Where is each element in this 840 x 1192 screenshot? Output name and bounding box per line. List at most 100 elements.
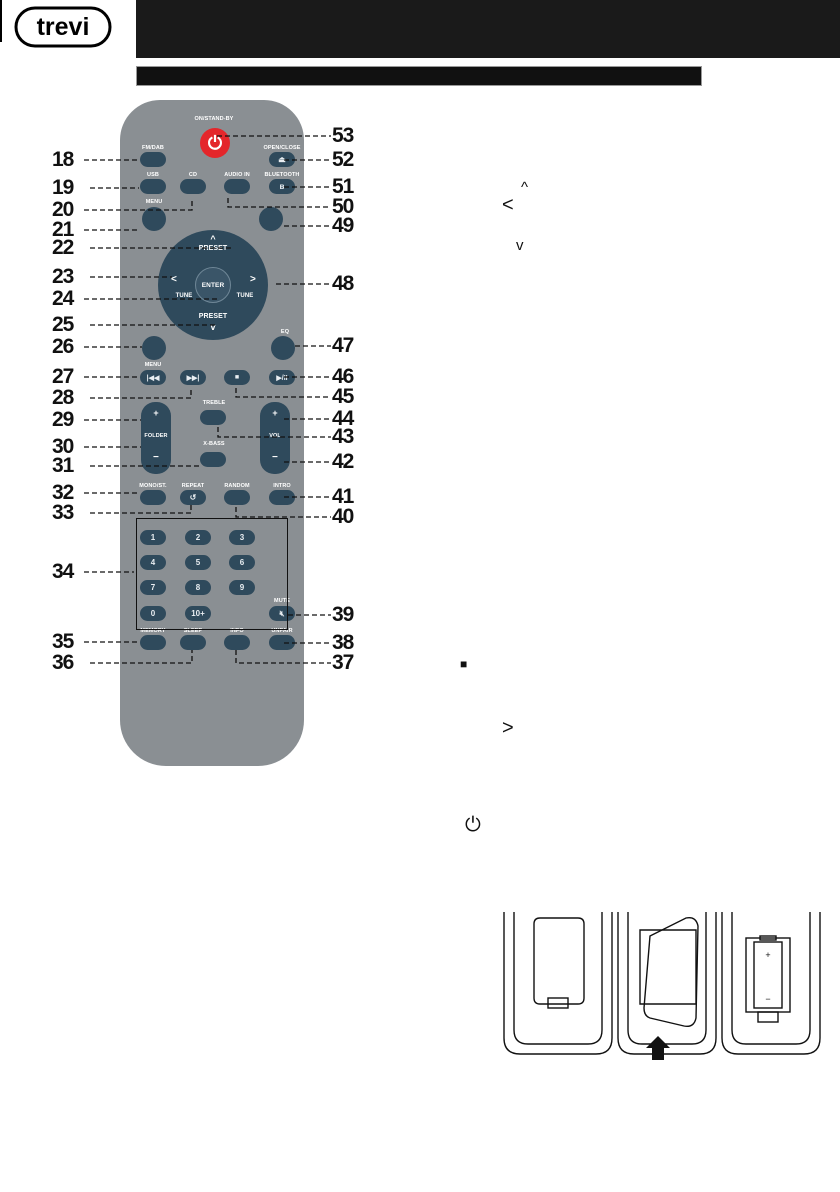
remote-control: ON/STAND-BY ⏻ FM/DAB OPEN/CLOSE ⏏ USB CD… <box>120 100 304 766</box>
battery-installation-illustration: + − <box>503 912 821 1060</box>
eq-button[interactable] <box>271 336 295 360</box>
random-button[interactable] <box>224 490 250 505</box>
callout-51: 51 <box>332 175 354 198</box>
battery-minus-label: − <box>765 994 770 1004</box>
vol-label: VOL <box>269 433 281 439</box>
callout-49: 49 <box>332 214 354 237</box>
open-close-label: OPEN/CLOSE <box>263 145 301 151</box>
power-symbol-icon: ⏻ <box>465 814 481 836</box>
trevi-logo: trevi <box>14 6 112 48</box>
callout-35: 35 <box>52 630 74 653</box>
preset-down-label: PRESET <box>198 313 228 320</box>
folder-minus-icon: − <box>153 452 159 463</box>
play-pause-button[interactable]: ▶/II <box>269 370 295 385</box>
preset-up-icon: ^ <box>210 234 216 244</box>
prev-button[interactable]: |◀◀ <box>140 370 166 385</box>
keypad-4[interactable]: 4 <box>140 555 166 570</box>
callout-21: 21 <box>52 218 74 241</box>
stop-icon: ■ <box>234 374 240 381</box>
callout-18: 18 <box>52 148 74 171</box>
fmdab-label: FM/DAB <box>142 145 164 151</box>
keypad-0[interactable]: 0 <box>140 606 166 621</box>
treble-button[interactable] <box>200 410 226 425</box>
bluetooth-icon: ʙ <box>279 182 285 191</box>
bluetooth-button[interactable]: ʙ <box>269 179 295 194</box>
memory-button[interactable] <box>140 635 166 650</box>
eq-label: EQ <box>280 329 290 335</box>
audio-in-button[interactable] <box>224 179 250 194</box>
round-button-49[interactable] <box>259 207 283 231</box>
mono-st-label: MONO/ST. <box>139 483 167 489</box>
power-button[interactable]: ⏻ <box>200 128 230 158</box>
callout-22: 22 <box>52 236 74 259</box>
keypad-7[interactable]: 7 <box>140 580 166 595</box>
audio-in-label: AUDIO IN <box>224 172 250 178</box>
callout-28: 28 <box>52 386 74 409</box>
intro-button[interactable] <box>269 490 295 505</box>
section-title-bar <box>136 66 702 86</box>
menu2-label: MENU <box>144 362 162 368</box>
stop-button[interactable]: ■ <box>224 370 250 385</box>
menu-button[interactable] <box>142 207 166 231</box>
enter-button[interactable] <box>195 267 231 303</box>
callout-38: 38 <box>332 631 354 654</box>
sleep-button[interactable] <box>180 635 206 650</box>
right-arrow-icon: > <box>502 717 514 739</box>
treble-label: TREBLE <box>202 400 226 406</box>
callout-47: 47 <box>332 334 354 357</box>
tune-left-icon: < <box>171 274 177 285</box>
callout-53: 53 <box>332 124 354 147</box>
xbass-button[interactable] <box>200 452 226 467</box>
next-icon: ▶▶| <box>186 374 200 382</box>
keypad-8[interactable]: 8 <box>185 580 211 595</box>
menu-top-label: MENU <box>145 199 163 205</box>
callout-39: 39 <box>332 603 354 626</box>
unpair-label: UNPAIR <box>271 628 293 634</box>
cd-button[interactable] <box>180 179 206 194</box>
keypad-1[interactable]: 1 <box>140 530 166 545</box>
vol-plus-icon: + <box>272 408 278 418</box>
fmdab-button[interactable] <box>140 152 166 167</box>
usb-label: USB <box>147 172 159 178</box>
sleep-label: SLEEP <box>183 628 203 634</box>
memory-label: MEMORY <box>140 628 166 634</box>
keypad-6[interactable]: 6 <box>229 555 255 570</box>
stop-square-icon: ■ <box>460 657 468 671</box>
keypad-5[interactable]: 5 <box>185 555 211 570</box>
folder-rocker[interactable] <box>141 402 171 474</box>
up-arrow-icon: ^ <box>521 179 529 196</box>
keypad-10-plus[interactable]: 10+ <box>185 606 211 621</box>
mono-st-button[interactable] <box>140 490 166 505</box>
tune-right-icon: > <box>250 274 256 285</box>
usb-button[interactable] <box>140 179 166 194</box>
callout-23: 23 <box>52 265 74 288</box>
callout-34: 34 <box>52 560 74 583</box>
open-close-button[interactable]: ⏏ <box>269 152 295 167</box>
folder-label: FOLDER <box>144 433 168 439</box>
callout-24: 24 <box>52 287 74 310</box>
keypad-3[interactable]: 3 <box>229 530 255 545</box>
callout-32: 32 <box>52 481 74 504</box>
mute-button[interactable]: 🔇︎ <box>269 606 295 621</box>
battery-plus-label: + <box>765 950 770 960</box>
folder-plus-icon: + <box>153 408 159 418</box>
callout-27: 27 <box>52 365 74 388</box>
callout-29: 29 <box>52 408 74 431</box>
callout-26: 26 <box>52 335 74 358</box>
eject-icon: ⏏ <box>278 155 286 164</box>
xbass-label: X-BASS <box>203 441 225 447</box>
repeat-button[interactable]: ↺ <box>180 490 206 505</box>
play-pause-icon: ▶/II <box>276 374 288 382</box>
bluetooth-label: BLUETOOTH <box>264 172 300 178</box>
callout-50: 50 <box>332 195 354 218</box>
unpair-button[interactable] <box>269 635 295 650</box>
keypad-2[interactable]: 2 <box>185 530 211 545</box>
left-arrow-icon: < <box>502 194 514 216</box>
callout-44: 44 <box>332 407 354 430</box>
next-button[interactable]: ▶▶| <box>180 370 206 385</box>
round-button-26[interactable] <box>142 336 166 360</box>
enter-label: ENTER <box>201 282 225 289</box>
callout-52: 52 <box>332 148 354 171</box>
keypad-9[interactable]: 9 <box>229 580 255 595</box>
info-button[interactable] <box>224 635 250 650</box>
